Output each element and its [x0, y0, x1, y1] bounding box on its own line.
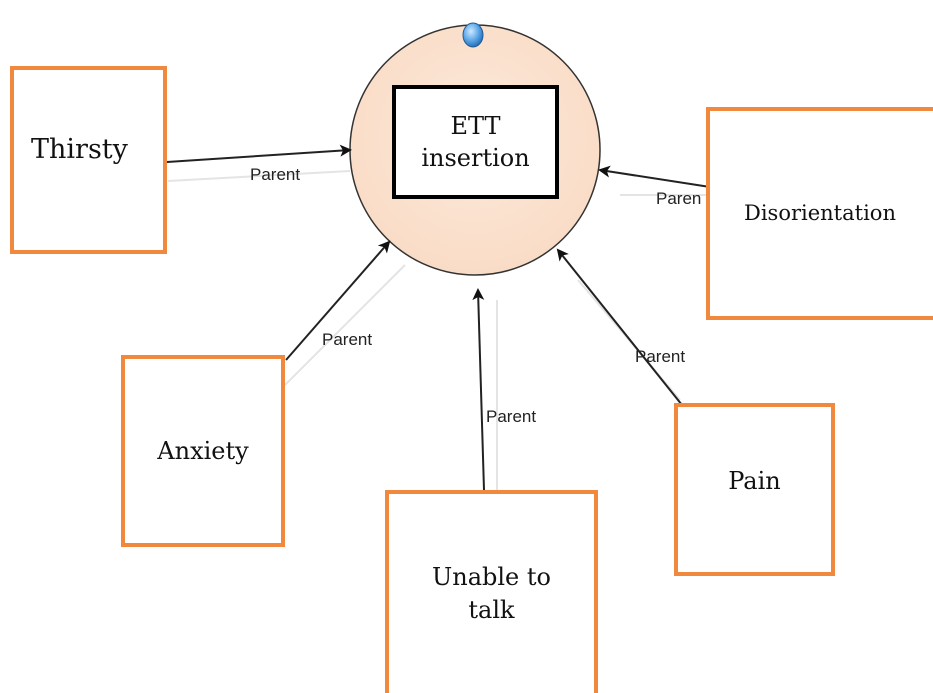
edge-anxiety[interactable]: [285, 240, 391, 361]
center-label: ETT insertion: [421, 111, 530, 172]
node-pain-label: Pain: [728, 467, 781, 495]
edge-label-anxiety: Parent: [322, 330, 372, 349]
edges: [166, 144, 711, 491]
node-unable-to-talk-label: Unable to talk: [432, 563, 551, 624]
edge-labels: Parent Paren Parent Parent Parent: [250, 165, 701, 426]
node-disorientation-label: Disorientation: [744, 201, 896, 226]
edge-label-unable-to-talk: Parent: [486, 407, 536, 426]
edge-thirsty[interactable]: [166, 144, 352, 163]
node-anxiety[interactable]: Anxiety: [121, 355, 285, 547]
node-thirsty-label: Thirsty: [31, 134, 128, 165]
edge-label-pain: Parent: [635, 347, 685, 366]
edge-disorientation[interactable]: [598, 165, 711, 188]
edge-pain[interactable]: [556, 248, 683, 406]
node-disorientation[interactable]: Disorientation: [706, 107, 933, 320]
edge-label-disorientation: Paren: [656, 189, 701, 208]
node-pain[interactable]: Pain: [674, 403, 835, 576]
node-anxiety-label: Anxiety: [157, 436, 249, 465]
center-label-box[interactable]: ETT insertion: [392, 85, 559, 199]
edge-label-thirsty: Parent: [250, 165, 300, 184]
node-thirsty[interactable]: Thirsty: [10, 66, 167, 254]
edge-unable-to-talk[interactable]: [472, 288, 485, 491]
node-unable-to-talk[interactable]: Unable to talk: [385, 490, 598, 693]
connection-handle-icon[interactable]: [462, 22, 484, 48]
